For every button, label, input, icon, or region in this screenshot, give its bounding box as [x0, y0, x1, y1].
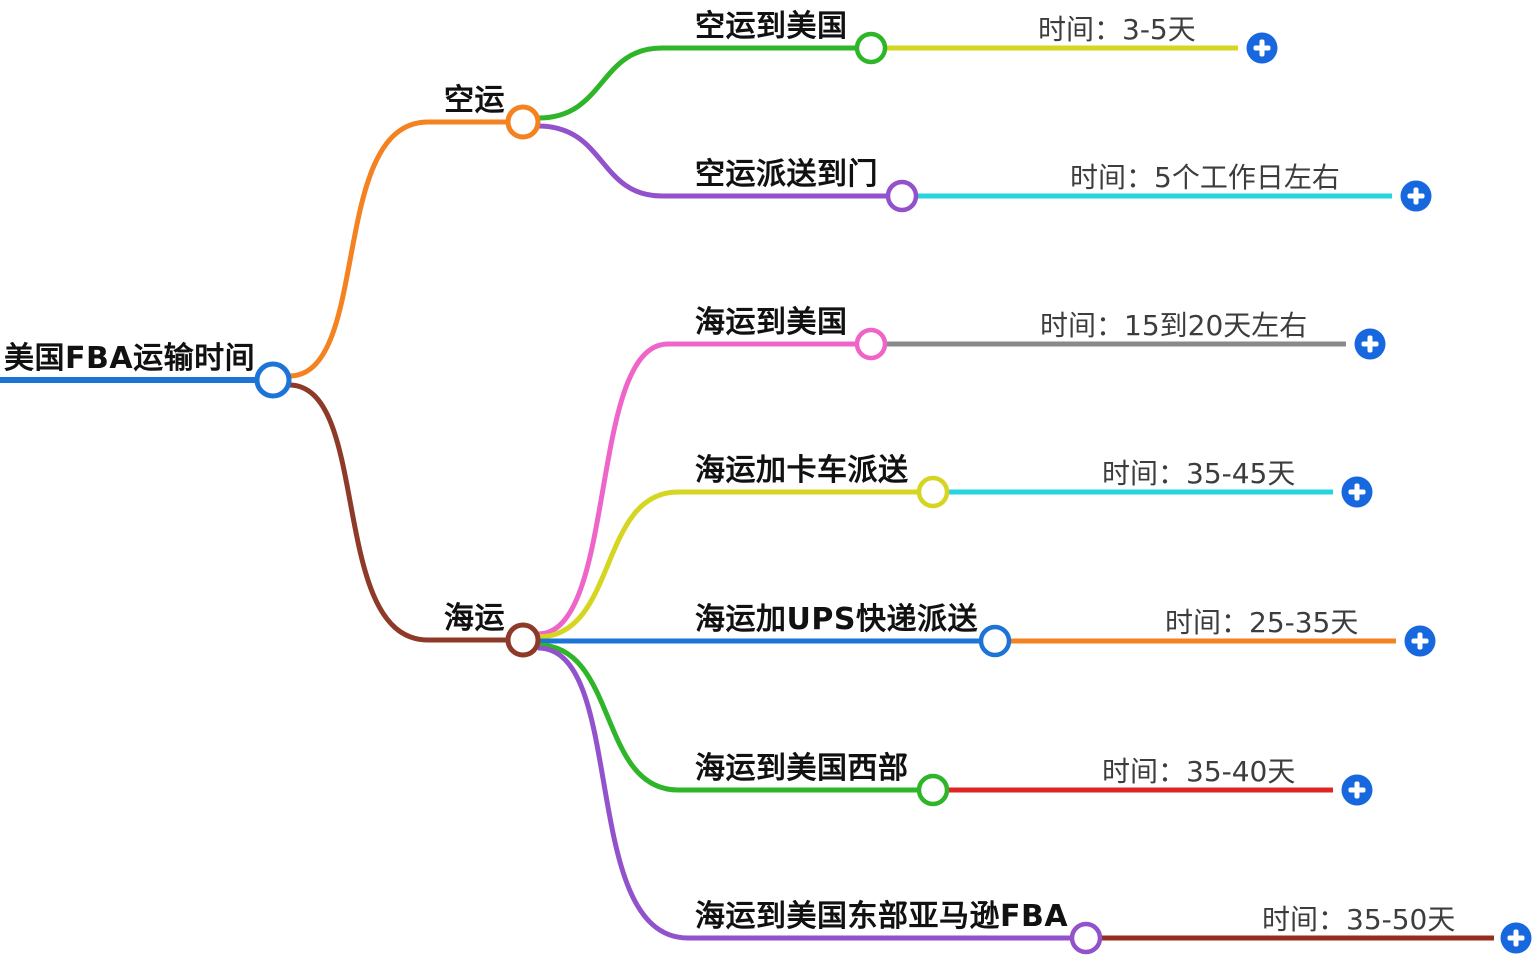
edge-air-to-air-door: [537, 123, 887, 199]
air-door-node-circle[interactable]: [885, 179, 919, 213]
sea-west-node-circle[interactable]: [916, 773, 950, 807]
leaf-label-air-door[interactable]: 空运派送到门: [695, 157, 878, 192]
edge-root-to-sea: [288, 382, 507, 643]
edge-root-to-air: [288, 119, 507, 379]
sea-truck-node-circle[interactable]: [916, 475, 950, 509]
plus-icon-sea-ups[interactable]: [1404, 625, 1436, 657]
plus-icon-sea-usa[interactable]: [1354, 328, 1386, 360]
sea-ups-node-circle[interactable]: [978, 624, 1012, 658]
time-label-sea-truck[interactable]: 时间：35-45天: [1102, 457, 1296, 490]
time-label-sea-ups[interactable]: 时间：25-35天: [1165, 606, 1359, 639]
time-label-sea-west[interactable]: 时间：35-40天: [1102, 755, 1296, 788]
edge-sea-to-sea-east-fba: [537, 645, 1071, 941]
leaf-label-sea-ups[interactable]: 海运加UPS快递派送: [695, 602, 978, 637]
leaf-label-sea-east-fba[interactable]: 海运到美国东部亚马逊FBA: [695, 899, 1069, 934]
plus-icon-sea-east-fba[interactable]: [1500, 922, 1532, 954]
edge-sea-to-sea-truck: [537, 489, 918, 640]
leaf-label-sea-truck[interactable]: 海运加卡车派送: [695, 453, 909, 488]
root-node-label[interactable]: 美国FBA运输时间: [4, 341, 256, 376]
edge-sea-to-sea-usa: [537, 341, 856, 637]
time-label-air-door[interactable]: 时间：5个工作日左右: [1070, 161, 1340, 194]
plus-icon-air-door[interactable]: [1400, 180, 1432, 212]
sea-node-circle[interactable]: [505, 622, 541, 658]
edge-sea-to-sea-west: [537, 642, 918, 793]
plus-icon-air-usa[interactable]: [1246, 32, 1278, 64]
time-label-sea-east-fba[interactable]: 时间：35-50天: [1262, 903, 1456, 936]
leaf-label-sea-west[interactable]: 海运到美国西部: [695, 751, 909, 786]
air-node-circle[interactable]: [505, 104, 541, 140]
time-label-air-usa[interactable]: 时间：3-5天: [1038, 13, 1196, 46]
time-label-sea-usa[interactable]: 时间：15到20天左右: [1040, 309, 1308, 342]
root-node-circle[interactable]: [254, 361, 292, 399]
sea-usa-node-circle[interactable]: [854, 327, 888, 361]
sea-east-fba-node-circle[interactable]: [1069, 921, 1103, 955]
air-usa-node-circle[interactable]: [854, 31, 888, 65]
plus-icon-sea-truck[interactable]: [1341, 476, 1373, 508]
leaf-label-air-usa[interactable]: 空运到美国: [695, 9, 848, 44]
branch-label-sea[interactable]: 海运: [444, 601, 505, 636]
leaf-label-sea-usa[interactable]: 海运到美国: [695, 305, 848, 340]
branch-label-air[interactable]: 空运: [444, 83, 505, 118]
plus-icon-sea-west[interactable]: [1341, 774, 1373, 806]
edge-air-to-air-usa: [537, 45, 856, 121]
